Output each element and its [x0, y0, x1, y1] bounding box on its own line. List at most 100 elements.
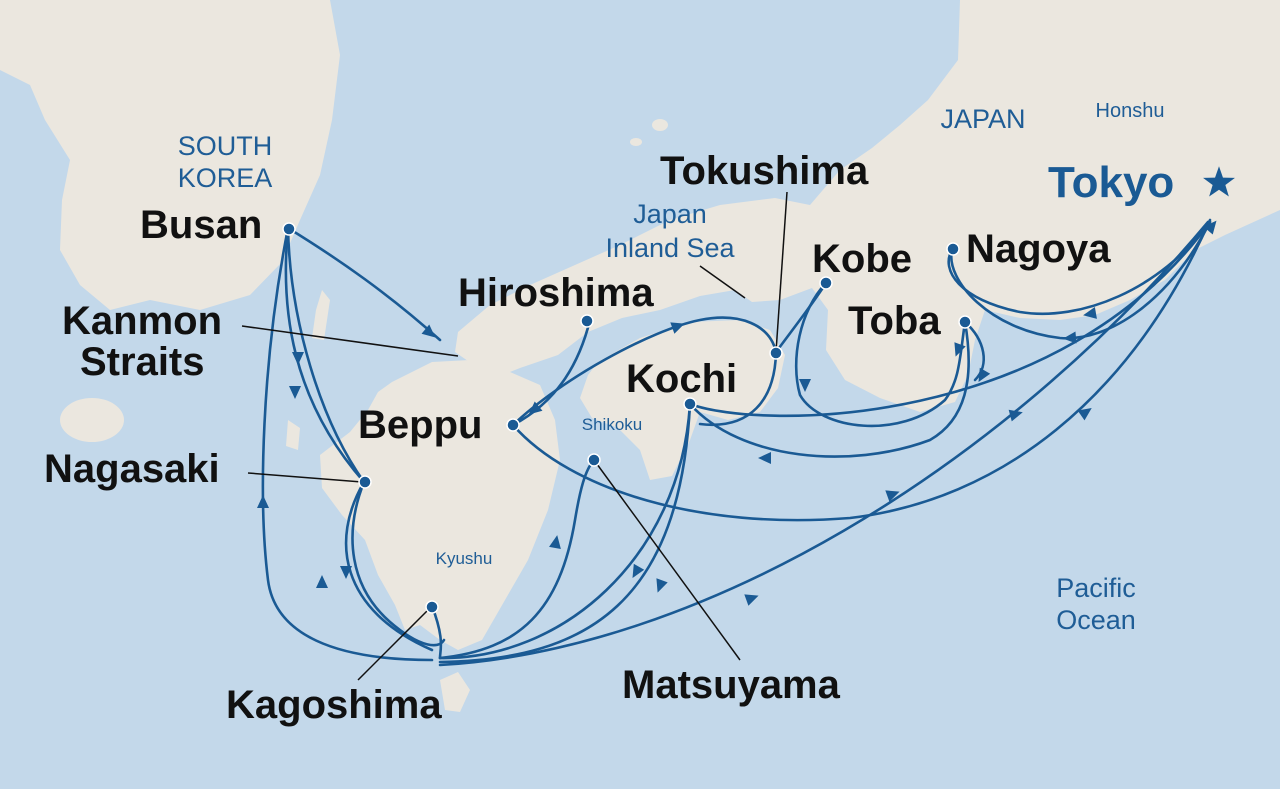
route-line	[511, 218, 1212, 522]
beppu-label: Beppu	[358, 403, 482, 447]
shikoku-label: Shikoku	[582, 415, 642, 434]
inland-sea-label: Inland Sea	[605, 233, 735, 263]
honshu-island	[455, 0, 1280, 412]
arrowhead-icon	[257, 495, 269, 508]
tanegashima-island	[440, 672, 470, 712]
port-dot-icon	[587, 453, 601, 467]
leader-line-matsuyama	[593, 459, 741, 661]
nagasaki-label: Nagasaki	[44, 447, 220, 491]
matsuyama-label: Matsuyama	[622, 663, 841, 707]
route-line	[947, 220, 1212, 316]
port-markers	[282, 166, 1235, 614]
route-line	[438, 220, 1210, 667]
port-dot-icon	[358, 475, 372, 489]
arrowhead-icon	[528, 401, 543, 415]
route-line	[286, 226, 366, 484]
arrowhead-icon	[1063, 331, 1077, 344]
route-arrowheads	[257, 220, 1217, 606]
port-dot-icon	[769, 346, 783, 360]
route-line	[261, 226, 434, 662]
route-line	[950, 220, 1212, 340]
arrowhead-icon	[799, 379, 811, 392]
arrowhead-icon	[1077, 407, 1092, 421]
kagoshima-label: Kagoshima	[226, 683, 442, 727]
route-line	[794, 281, 967, 428]
land-masses	[0, 0, 1280, 712]
small-island	[630, 138, 642, 146]
route-line	[698, 350, 778, 427]
busan-label: Busan	[140, 203, 262, 247]
port-dot-icon	[506, 418, 520, 432]
route-line	[438, 402, 692, 660]
route-line	[688, 220, 1212, 418]
small-island	[60, 398, 124, 442]
leader-line-kagoshima	[357, 607, 431, 681]
port-dot-icon	[958, 315, 972, 329]
small-island	[652, 119, 668, 131]
route-line	[286, 226, 442, 342]
arrowhead-icon	[656, 578, 668, 593]
kochi-label: Kochi	[626, 357, 737, 401]
honshu-label: Honshu	[1096, 100, 1165, 122]
region-labels: SOUTH KOREA JAPAN Honshu Japan Inland Se…	[178, 100, 1165, 635]
leader-line-tokushima	[775, 191, 788, 353]
tokyo-label: Tokyo	[1048, 158, 1174, 207]
kanmon-straits-label: Kanmon	[62, 299, 222, 343]
arrowhead-icon	[1203, 220, 1217, 235]
port-dot-icon	[580, 314, 594, 328]
arrowhead-icon	[340, 566, 352, 579]
arrowhead-icon	[1083, 307, 1097, 319]
south-korea-label: SOUTH	[178, 131, 273, 161]
arrowhead-icon	[954, 342, 966, 357]
port-dot-icon	[282, 222, 296, 236]
pacific-ocean-label: Pacific	[1056, 573, 1136, 603]
route-line	[344, 480, 434, 652]
route-line	[351, 480, 446, 647]
arrowhead-icon	[292, 352, 304, 365]
shikoku-island	[580, 320, 785, 480]
star-icon	[1203, 166, 1235, 197]
arrowhead-icon	[549, 535, 561, 549]
port-dot-icon	[683, 397, 697, 411]
port-labels: Tokyo Nagoya Toba Kobe Tokushima Hiroshi…	[44, 149, 1174, 727]
nagoya-label: Nagoya	[966, 227, 1111, 271]
route-line	[688, 320, 970, 458]
arrowhead-icon	[421, 324, 436, 338]
arrowhead-icon	[758, 452, 771, 464]
arrowhead-icon	[632, 563, 645, 579]
toba-label: Toba	[848, 299, 941, 343]
arrowhead-icon	[744, 594, 759, 606]
route-line	[963, 320, 985, 382]
port-dot-icon	[946, 242, 960, 256]
port-dot-icon	[425, 600, 439, 614]
inland-sea-label: Japan	[633, 199, 707, 229]
korean-peninsula	[0, 0, 340, 310]
cruise-routes	[261, 218, 1212, 667]
leader-lines	[241, 191, 788, 681]
south-korea-label: KOREA	[178, 163, 273, 193]
arrowhead-icon	[670, 322, 685, 334]
leader-line-kanmon	[241, 325, 459, 357]
arrowhead-icon	[1008, 409, 1023, 422]
port-dot-icon	[819, 276, 833, 290]
route-line	[511, 316, 778, 427]
arrowhead-icon	[978, 367, 991, 383]
pacific-ocean-label: Ocean	[1056, 605, 1136, 635]
arrowhead-icon	[289, 386, 301, 399]
tsushima-island	[312, 290, 330, 340]
route-line	[438, 402, 692, 664]
hiroshima-label: Hiroshima	[458, 271, 654, 315]
tokushima-label: Tokushima	[660, 149, 869, 193]
arrowhead-icon	[316, 575, 328, 588]
leader-line-nagasaki	[247, 472, 363, 483]
kyushu-island	[320, 360, 560, 650]
leader-line-inland-sea	[699, 265, 746, 299]
kobe-label: Kobe	[812, 237, 912, 281]
goto-island	[286, 420, 300, 450]
kanmon-straits-label: Straits	[80, 340, 205, 384]
kyushu-label: Kyushu	[436, 549, 493, 568]
route-line	[511, 318, 592, 427]
japan-label: JAPAN	[940, 104, 1025, 134]
arrowhead-icon	[885, 490, 900, 502]
